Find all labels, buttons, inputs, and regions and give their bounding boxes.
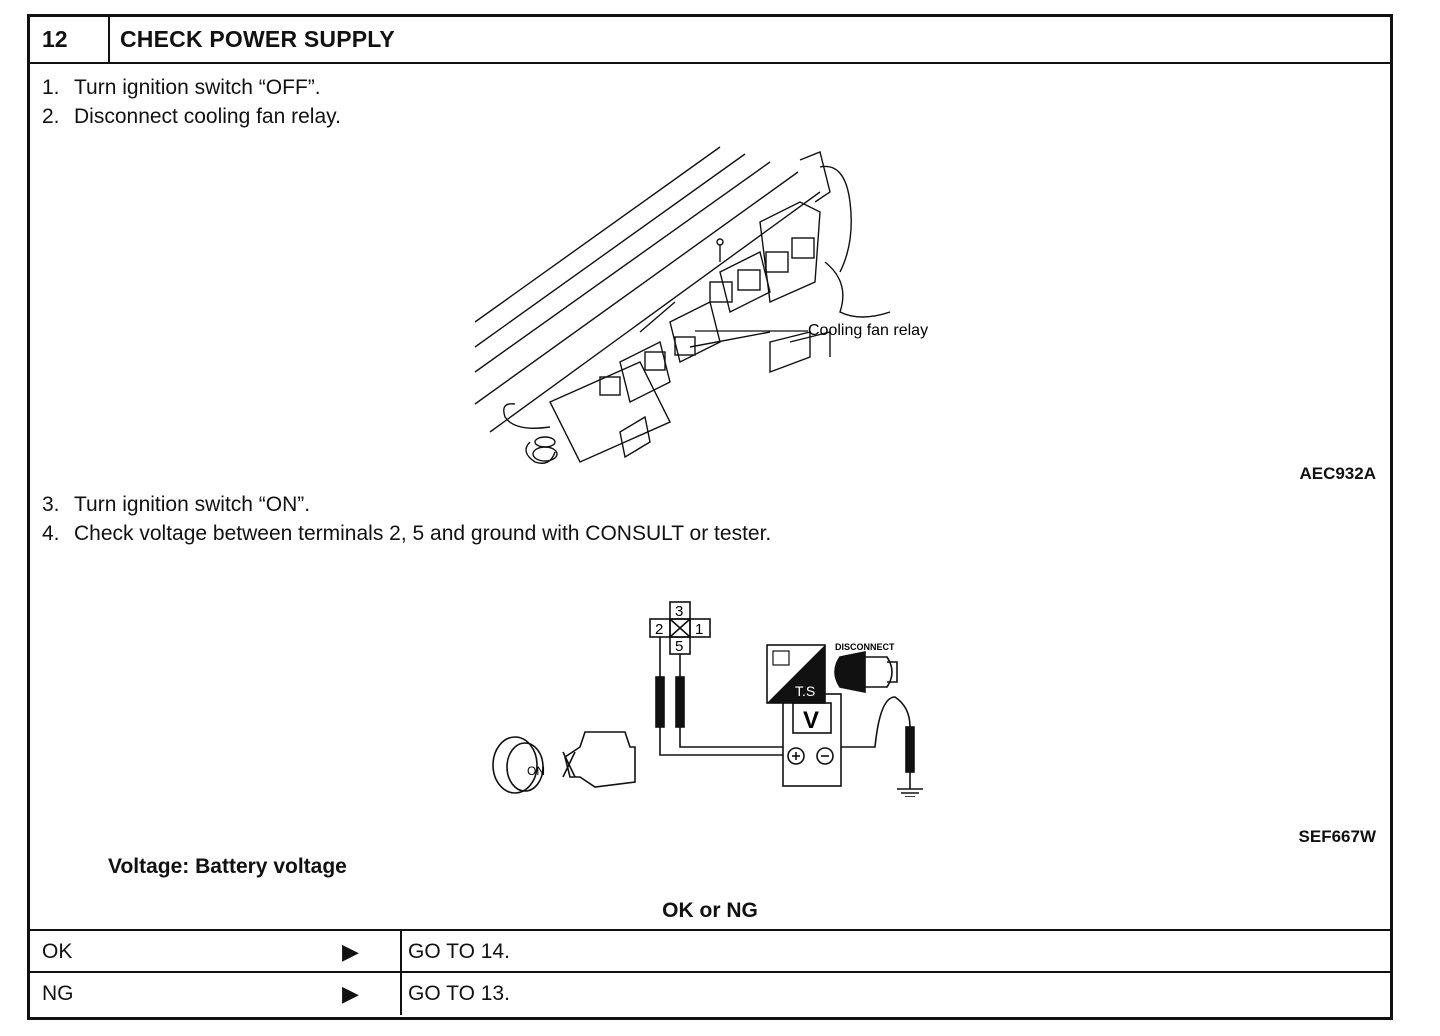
step-item: 3. Turn ignition switch “ON”. <box>42 492 310 518</box>
step-item: 4. Check voltage between terminals 2, 5 a… <box>42 521 771 547</box>
column-divider <box>400 929 402 973</box>
result-row: OK ▶ GO TO 14. <box>30 929 1390 973</box>
ts-label: T.S <box>795 683 815 699</box>
step-item-number: 4. <box>42 522 60 545</box>
voltage-spec: Voltage: Battery voltage <box>108 855 347 878</box>
disconnect-label: DISCONNECT <box>835 642 895 652</box>
step-header: 12 CHECK POWER SUPPLY <box>30 17 1390 64</box>
step-item: 2. Disconnect cooling fan relay. <box>42 104 341 130</box>
procedure-frame: 12 CHECK POWER SUPPLY 1.Turn ignition sw… <box>27 14 1393 1020</box>
tester-icon: T.S <box>766 644 826 704</box>
step-item-number: 1. <box>42 76 60 99</box>
step-item-text: Disconnect cooling fan relay. <box>74 105 341 128</box>
terminal-label: 1 <box>695 621 703 638</box>
result-row: NG ▶ GO TO 13. <box>30 971 1390 1015</box>
step-item-text: Turn ignition switch “OFF”. <box>74 76 321 99</box>
voltage-check-diagram: T.S 3 2 1 5 V DISCONNECT ON <box>492 601 923 797</box>
terminal-label: 2 <box>655 621 663 638</box>
terminal-label: 3 <box>675 603 683 620</box>
column-divider <box>400 971 402 1015</box>
step-number: 12 <box>30 17 110 62</box>
result-label: NG <box>42 982 74 1005</box>
step-item-number: 3. <box>42 493 60 516</box>
step-item-text: Check voltage between terminals 2, 5 and… <box>74 522 772 545</box>
result-action: GO TO 13. <box>408 982 510 1005</box>
step-item: 1. Turn ignition switch “OFF”. <box>42 75 321 101</box>
step-title: CHECK POWER SUPPLY <box>120 26 395 52</box>
result-action: GO TO 14. <box>408 940 510 963</box>
step-item-text: Turn ignition switch “ON”. <box>74 493 311 516</box>
result-label: OK <box>42 940 73 963</box>
step-item-number: 2. <box>42 105 60 128</box>
figure-id: AEC932A <box>1299 464 1376 483</box>
arrow-right-icon: ▶ <box>342 939 359 964</box>
terminal-label: 5 <box>675 638 683 655</box>
relay-location-illustration: Cooling fan relay <box>474 146 928 464</box>
relay-callout-label: Cooling fan relay <box>808 322 928 339</box>
meter-label: V <box>803 707 819 734</box>
key-label: ON <box>527 764 545 778</box>
result-heading: OK or NG <box>662 899 758 922</box>
arrow-right-icon: ▶ <box>342 981 359 1006</box>
figure-id: SEF667W <box>1298 827 1376 846</box>
